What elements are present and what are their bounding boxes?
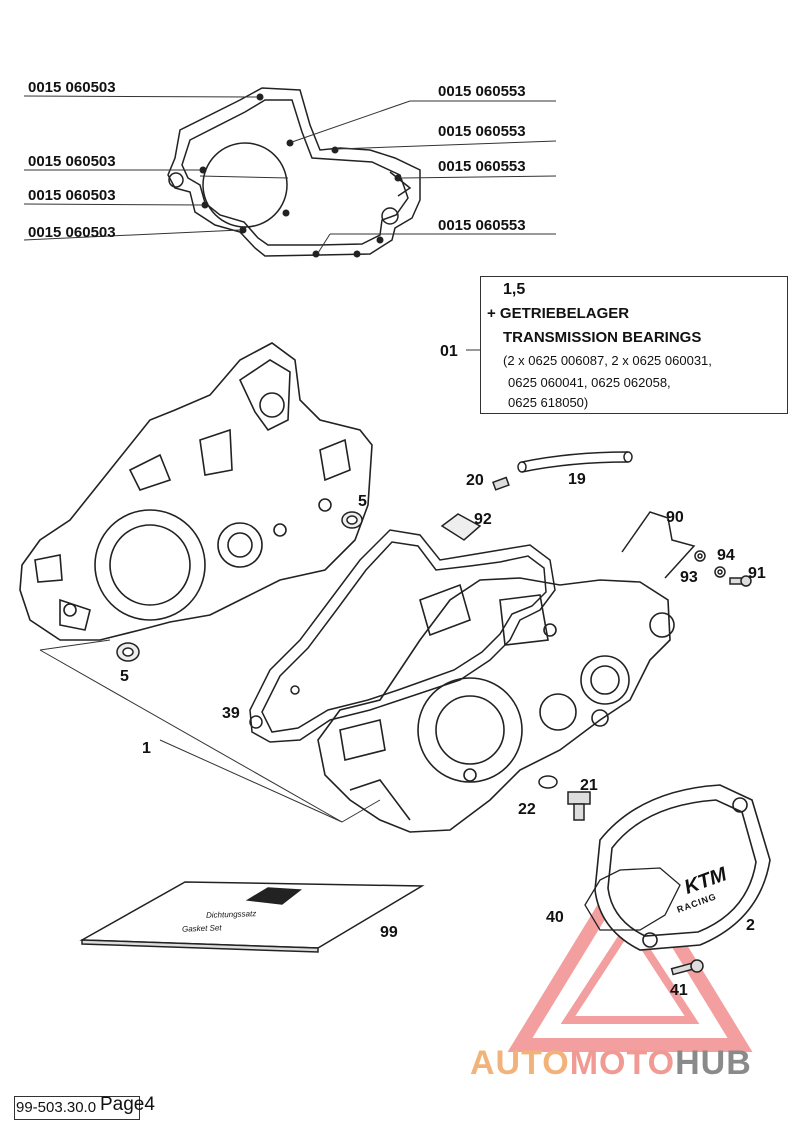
part-number-19: 19 [568, 471, 586, 488]
gasket-callout-right-4: 0015 060553 [438, 217, 526, 234]
part-number-21: 21 [580, 777, 598, 794]
watermark-moto: MOTO [569, 1044, 676, 1082]
gasket-bolt-holes [199, 93, 402, 258]
watermark-hub: HUB [675, 1044, 752, 1082]
washer-22 [538, 775, 558, 789]
info-box-line3: TRANSMISSION BEARINGS [503, 329, 702, 346]
part-number-91: 91 [748, 565, 766, 582]
info-box-code: 01 [440, 343, 458, 360]
gasket-callout-right-2: 0015 060553 [438, 123, 526, 140]
right-crankcase-half [317, 577, 675, 833]
gasket-callout-right-1: 0015 060553 [438, 83, 526, 100]
part-number-40: 40 [546, 909, 564, 926]
info-box-line4: (2 x 0625 006087, 2 x 0625 060031, [503, 353, 712, 368]
watermark-triangle [507, 851, 753, 1052]
info-box-line5: 0625 060041, 0625 062058, [508, 375, 671, 390]
footer-code-box [14, 1096, 140, 1120]
part-number-99: 99 [380, 924, 398, 941]
gasket-callout-left-4: 0015 060503 [28, 224, 116, 241]
footer-code: 99-503.30.0 [16, 1099, 97, 1116]
drain-plug-21 [567, 791, 591, 821]
gasket-callout-left-1: 0015 060503 [28, 79, 116, 96]
bearing-5-upper [341, 511, 363, 529]
part-number-5-lower: 5 [120, 668, 129, 685]
cover-gasket-40 [584, 867, 681, 931]
part-number-20: 20 [466, 472, 484, 489]
ignition-cover-2 [594, 784, 771, 951]
assembly-bracket-1 [39, 639, 381, 823]
bearing-5-lower [116, 642, 140, 662]
center-gasket-39 [249, 529, 556, 743]
info-box-line2: + GETRIEBELAGER [487, 305, 630, 322]
gasket-leader-lines [23, 95, 557, 254]
manual-title: Dichtungssatz [205, 909, 257, 920]
washer-93 [694, 550, 706, 562]
part-number-92: 92 [474, 511, 492, 528]
part-number-22: 22 [518, 801, 536, 818]
gasket-callout-left-2: 0015 060503 [28, 153, 116, 170]
bolt-41 [670, 959, 704, 976]
part-number-93: 93 [680, 569, 698, 586]
washer-94 [714, 566, 726, 578]
info-box: 1,5 + GETRIEBELAGER TRANSMISSION BEARING… [480, 276, 788, 414]
info-box-line6: 0625 618050) [508, 395, 589, 410]
footer-page-label: Page4 [100, 1094, 155, 1115]
watermark-auto: AUTO [470, 1044, 570, 1082]
info-box-line1: 1,5 [503, 281, 526, 298]
gasket-callout-right-3: 0015 060553 [438, 158, 526, 175]
part-number-94: 94 [717, 547, 735, 564]
part-number-1: 1 [142, 740, 151, 757]
gasket-manual-99 [79, 881, 425, 953]
part-number-2: 2 [746, 917, 755, 934]
part-number-39: 39 [222, 705, 240, 722]
screw-20 [492, 476, 510, 491]
gasket-callout-left-3: 0015 060503 [28, 187, 116, 204]
part-number-41: 41 [670, 982, 688, 999]
bolt-91 [729, 575, 752, 587]
watermark-text: AUTOMOTOHUB [470, 1046, 752, 1080]
part-number-90: 90 [666, 509, 684, 526]
clip-90 [621, 511, 696, 579]
left-crankcase-half [19, 342, 373, 641]
manual-subtitle: Gasket Set [181, 923, 222, 934]
part-number-5-upper: 5 [358, 493, 367, 510]
hose-19 [517, 451, 633, 473]
plate-92 [440, 513, 482, 541]
